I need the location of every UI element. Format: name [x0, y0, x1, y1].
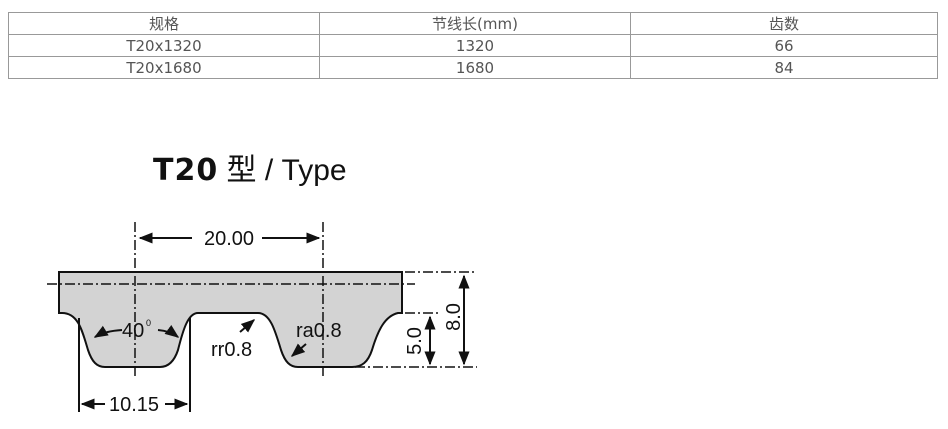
center-lines — [47, 222, 477, 377]
dimension-lines — [78, 232, 470, 412]
table-row: T20x1320 1320 66 — [8, 34, 938, 57]
cell-teeth: 84 — [630, 56, 938, 79]
root-radius-label: rr0.8 — [211, 339, 252, 361]
cell-pitch-length: 1320 — [319, 34, 631, 57]
tooth-width-label: 10.15 — [109, 394, 159, 416]
cell-spec: T20x1680 — [8, 56, 320, 79]
belt-profile — [58, 271, 403, 368]
spec-table: 规格 节线长(mm) 齿数 T20x1320 1320 66 T20x1680 … — [8, 12, 938, 79]
table-row: T20x1680 1680 84 — [8, 56, 938, 79]
pitch-label: 20.00 — [204, 228, 254, 250]
angle-degree: 0 — [146, 318, 151, 328]
title-model: T20 — [153, 153, 219, 188]
cell-pitch-length: 1680 — [319, 56, 631, 79]
tooth-height-label: 5.0 — [404, 327, 426, 355]
angle-label: 40 — [122, 320, 144, 342]
diagram-title: T20 型 / Type — [153, 145, 347, 189]
tip-radius-label: ra0.8 — [296, 320, 342, 342]
total-height-label: 8.0 — [443, 303, 465, 331]
title-type: 型 / Type — [218, 154, 347, 187]
